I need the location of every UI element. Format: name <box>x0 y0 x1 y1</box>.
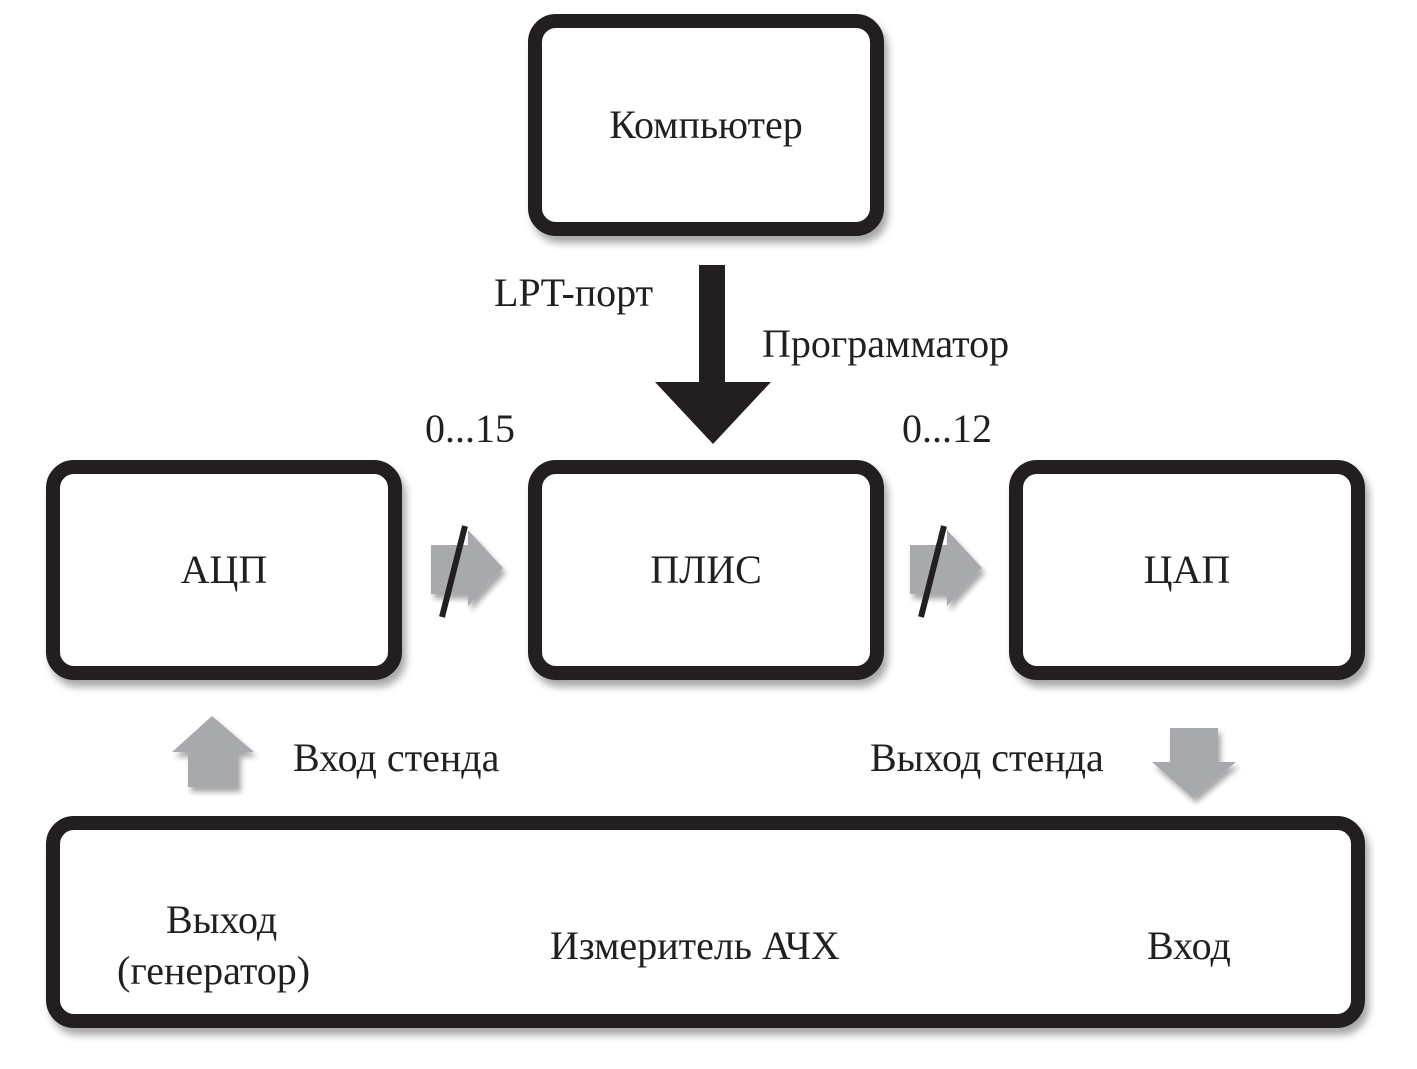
fpga-label: ПЛИС <box>650 547 762 592</box>
adc-block: АЦП <box>46 460 402 680</box>
dac-bus-label: 0...12 <box>902 406 992 451</box>
meter-title: Измеритель АЧХ <box>550 923 840 968</box>
stand-output-label: Выход стенда <box>870 735 1104 780</box>
stand-input-arrow <box>172 716 254 787</box>
dac-bus-slash <box>918 525 947 618</box>
stand-input-label: Вход стенда <box>293 735 500 780</box>
computer-label: Компьютер <box>609 102 803 147</box>
computer-block: Компьютер <box>528 14 884 236</box>
programmer-label: Программатор <box>762 321 1010 366</box>
adc-bus-label: 0...15 <box>425 406 515 451</box>
adc-label: АЦП <box>180 547 268 592</box>
fpga-block: ПЛИС <box>528 460 884 680</box>
meter-output-line2: (генератор) <box>117 948 311 993</box>
meter-input-label: Вход <box>1147 923 1231 968</box>
lpt-port-label: LPT-порт <box>494 270 654 315</box>
meter-output-line1: Выход <box>166 897 278 942</box>
frequency-response-meter-block: Выход (генератор) Измеритель АЧХ Вход <box>46 816 1365 1028</box>
lpt-arrow-head <box>655 382 771 444</box>
dac-label: ЦАП <box>1143 547 1231 592</box>
adc-bus-slash <box>439 525 468 618</box>
stand-output-arrow <box>1152 728 1236 798</box>
dac-bus-arrow <box>910 530 982 606</box>
adc-bus-arrow <box>431 530 503 606</box>
dac-block: ЦАП <box>1009 460 1365 680</box>
lpt-arrow-shaft <box>699 265 725 383</box>
